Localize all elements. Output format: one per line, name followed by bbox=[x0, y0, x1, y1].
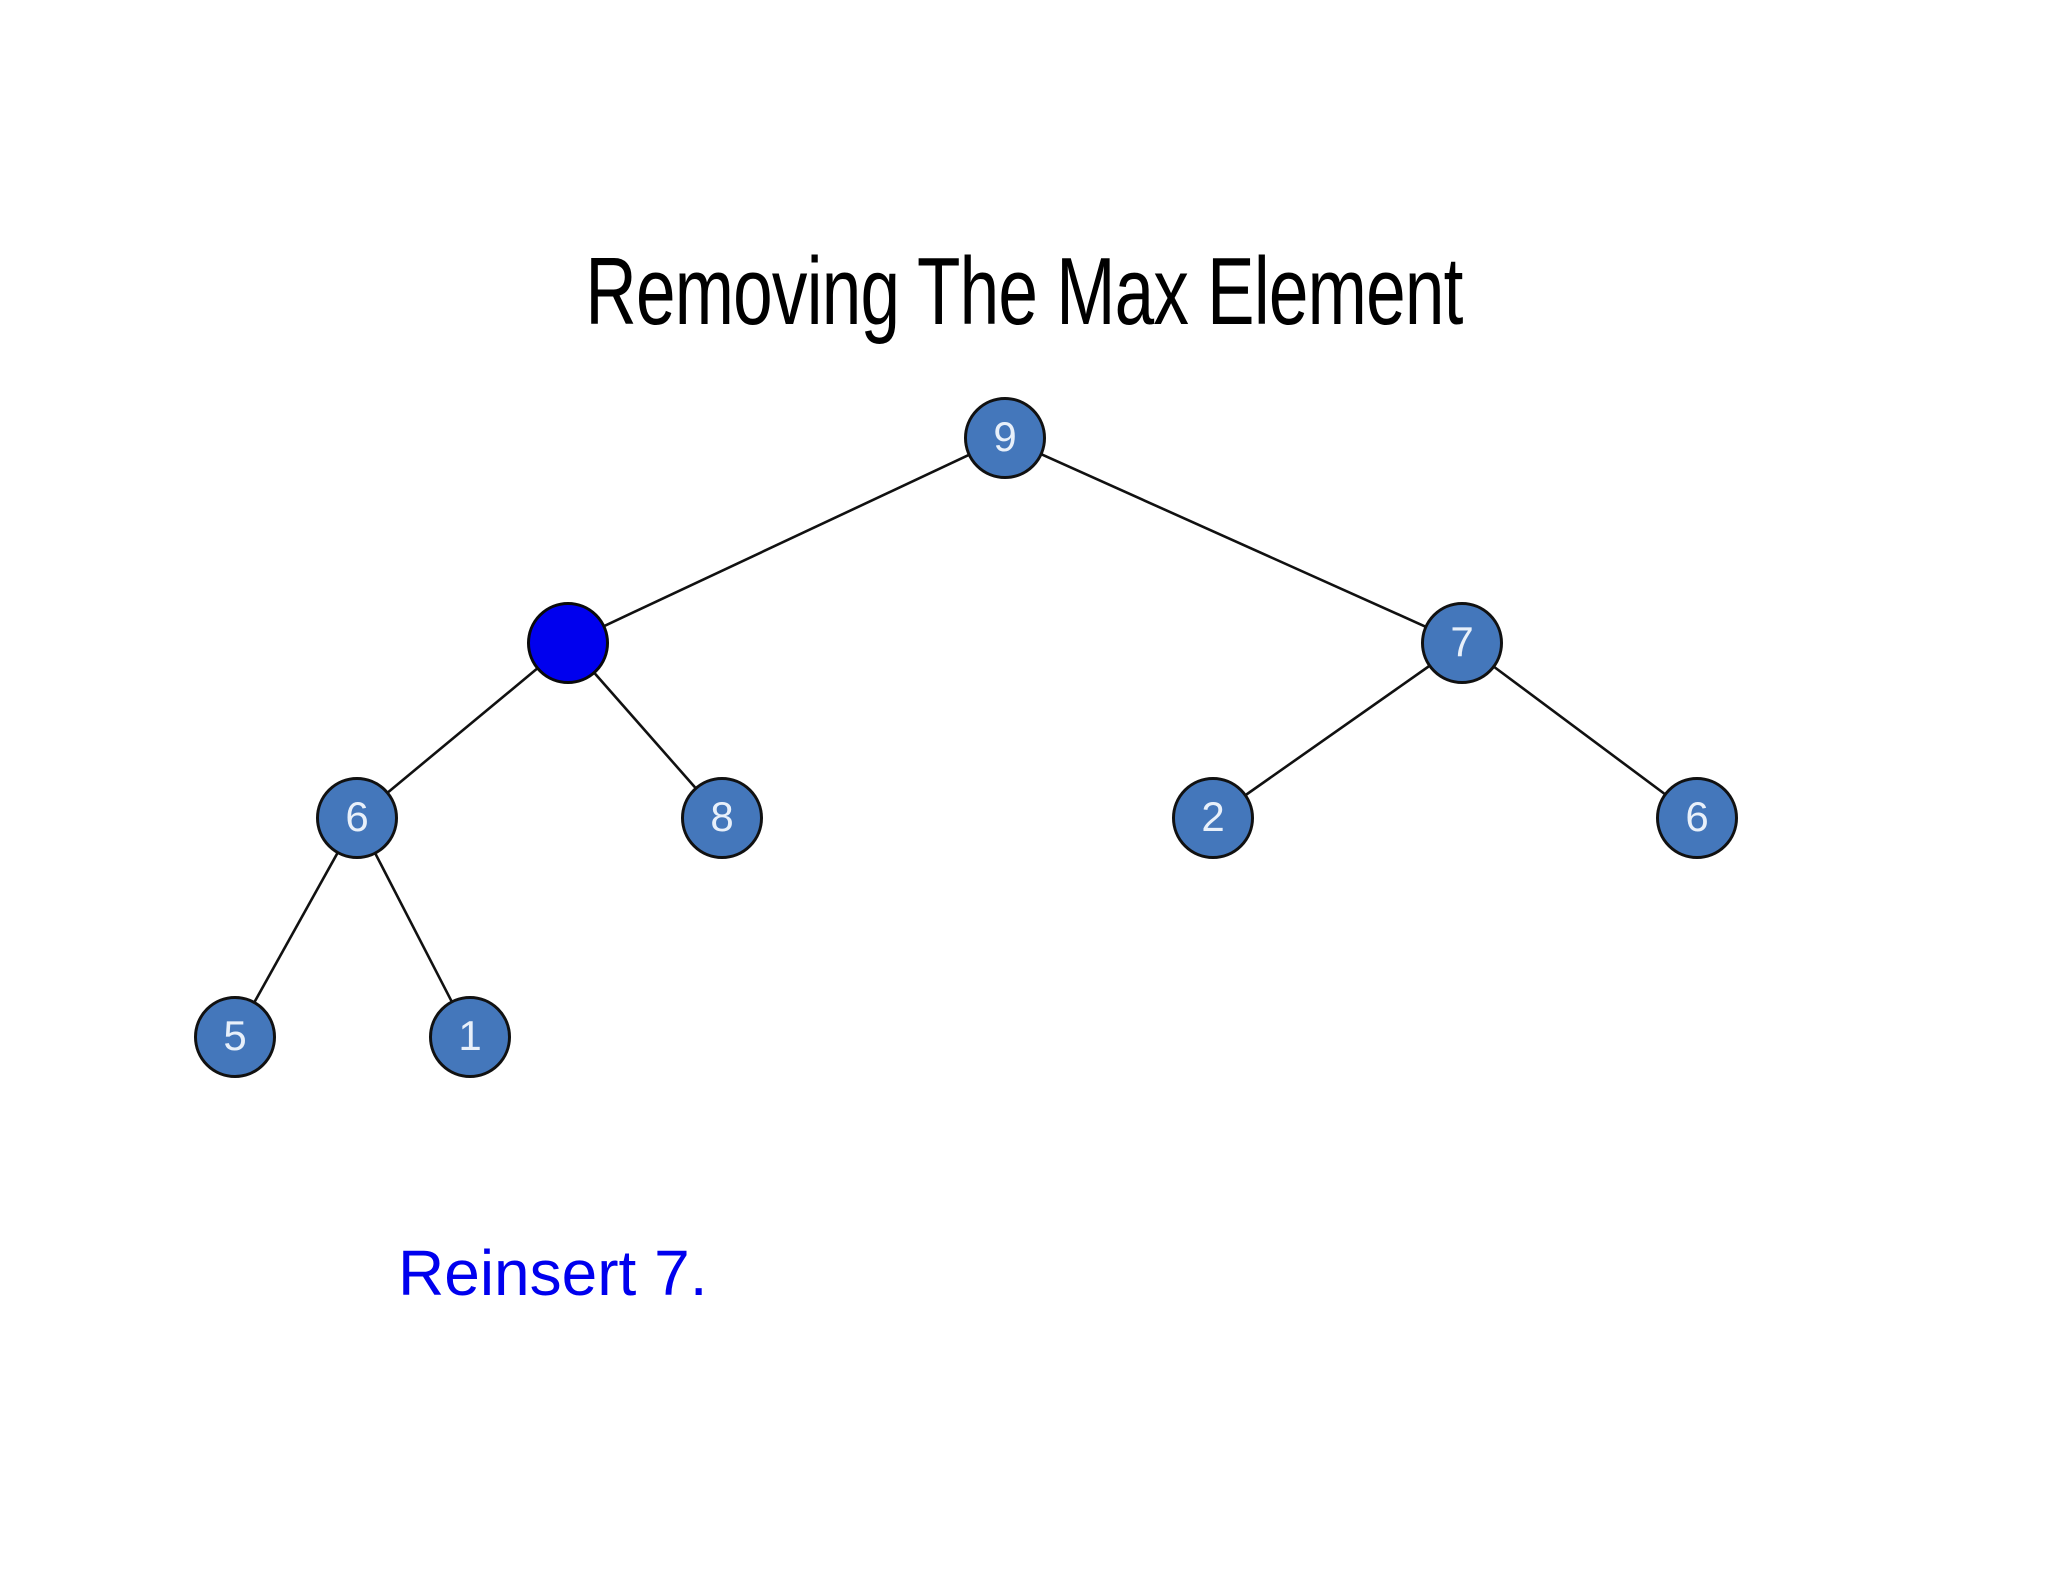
tree-edge bbox=[1040, 453, 1427, 628]
tree-node[interactable]: 2 bbox=[1172, 777, 1254, 859]
tree-node[interactable]: 7 bbox=[1421, 602, 1503, 684]
tree-node[interactable]: 1 bbox=[429, 996, 511, 1078]
tree-edge bbox=[593, 672, 697, 789]
tree-node-label: 7 bbox=[1450, 618, 1474, 665]
tree-edge bbox=[1244, 664, 1431, 797]
tree-node-label: 5 bbox=[223, 1012, 247, 1059]
tree-node[interactable]: 6 bbox=[1656, 777, 1738, 859]
tree-edge bbox=[374, 852, 453, 1003]
tree-edge bbox=[386, 667, 539, 794]
tree-node[interactable]: 6 bbox=[316, 777, 398, 859]
tree-node-label: 8 bbox=[710, 793, 734, 840]
tree-node-label: 6 bbox=[345, 793, 369, 840]
tree-edge bbox=[253, 852, 339, 1003]
tree-edge bbox=[603, 453, 970, 628]
tree-node-label: 2 bbox=[1201, 793, 1225, 840]
tree-node-label: 6 bbox=[1685, 793, 1709, 840]
caption-text: Reinsert 7. bbox=[398, 1237, 708, 1309]
tree-node-label: 9 bbox=[993, 413, 1017, 460]
page-title: Removing The Max Element bbox=[585, 238, 1463, 346]
tree-node-highlighted[interactable] bbox=[527, 602, 609, 684]
tree-node[interactable]: 9 bbox=[964, 397, 1046, 479]
tree-node-label: 1 bbox=[458, 1012, 482, 1059]
tree-edge bbox=[1493, 665, 1666, 796]
tree-node[interactable]: 5 bbox=[194, 996, 276, 1078]
tree-node[interactable]: 8 bbox=[681, 777, 763, 859]
